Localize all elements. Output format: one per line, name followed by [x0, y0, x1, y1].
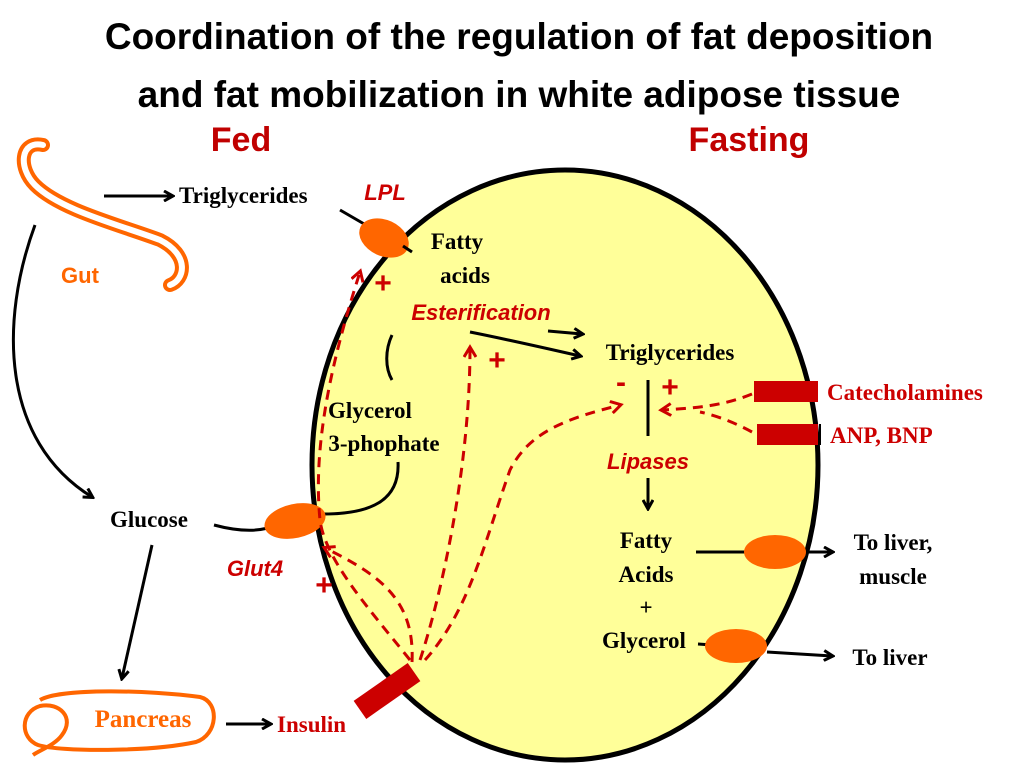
- glucose-label: Glucose: [110, 507, 188, 532]
- glycerol-exporter: [705, 629, 767, 663]
- insulin-to-esterification-dashed-arrow: [418, 348, 470, 661]
- glycerol-label: Glycerol: [328, 398, 412, 423]
- products-plus-label: +: [639, 595, 652, 620]
- triglycerides-cell-label: Triglycerides: [606, 340, 735, 365]
- gut-tube-icon: [16, 137, 189, 292]
- to-liver-muscle-line-1: To liver,: [854, 530, 933, 555]
- esterification-arrow: [469, 330, 580, 356]
- lpl-to-fatty-acids-line: [402, 244, 413, 254]
- adipocyte-cell: [309, 167, 821, 763]
- glut4-label: Glut4: [227, 556, 283, 581]
- glycerol3p-top-connector: [385, 334, 394, 381]
- lpl-plus-sign: +: [374, 267, 392, 300]
- lipases-plus-sign: +: [661, 371, 679, 404]
- lipases-label: Lipases: [607, 449, 689, 474]
- title-line-1: Coordination of the regulation of fat de…: [105, 16, 933, 57]
- products-glycerol-label: Glycerol: [602, 628, 686, 653]
- triglycerides-in-label: Triglycerides: [179, 183, 308, 208]
- gut-to-glucose-arrow: [11, 224, 92, 497]
- glycerol3p-bottom-connector: [317, 461, 400, 516]
- glut4-plus-sign: +: [315, 569, 333, 602]
- anp-bnp-dashed-arrow: [699, 410, 753, 434]
- lipases-minus-sign: -: [616, 366, 626, 399]
- products-fatty-label: Fatty: [620, 528, 673, 553]
- heading-fed: Fed: [211, 121, 271, 159]
- glucose-to-pancreas-arrow: [122, 544, 154, 678]
- gut-tube-inner: [20, 141, 185, 288]
- anp-bnp-label: ANP, BNP: [830, 423, 933, 448]
- heading-fasting: Fasting: [689, 121, 810, 159]
- esterification-short-arrow: [547, 331, 582, 334]
- catecholamines-receptor: [754, 381, 818, 402]
- gut-label: Gut: [61, 263, 100, 288]
- lpl-enzyme: [359, 218, 409, 258]
- catecholamines-label: Catecholamines: [827, 380, 983, 405]
- insulin-to-lpl-dashed-arrow: [316, 272, 412, 661]
- phosphate-label: 3-phophate: [328, 431, 439, 456]
- esterification-plus-sign: +: [488, 344, 506, 377]
- glycerol-to-liver-arrow: [766, 652, 832, 656]
- insulin-to-glut4-dashed-arrow: [325, 548, 414, 663]
- glut4-transporter: [264, 503, 326, 539]
- products-acids-label: Acids: [619, 562, 674, 587]
- fatty-label: Fatty: [431, 229, 484, 254]
- acids-label: acids: [440, 263, 490, 288]
- title-line-2: and fat mobilization in white adipose ti…: [138, 74, 901, 115]
- to-liver-muscle-line-2: muscle: [859, 564, 927, 589]
- insulin-receptor: [353, 663, 421, 719]
- lpl-label: LPL: [364, 180, 406, 205]
- insulin-label: Insulin: [277, 712, 346, 737]
- insulin-to-lipases-inhibit-dashed-arrow: [423, 405, 620, 662]
- to-liver-label: To liver: [852, 645, 927, 670]
- esterification-label: Esterification: [411, 300, 550, 325]
- pancreas-icon: [22, 689, 216, 757]
- catecholamines-dashed-arrow: [662, 392, 753, 410]
- fatty-acids-exporter: [744, 535, 806, 569]
- anp-bnp-receptor: [757, 424, 818, 445]
- pancreas-label: Pancreas: [95, 706, 192, 733]
